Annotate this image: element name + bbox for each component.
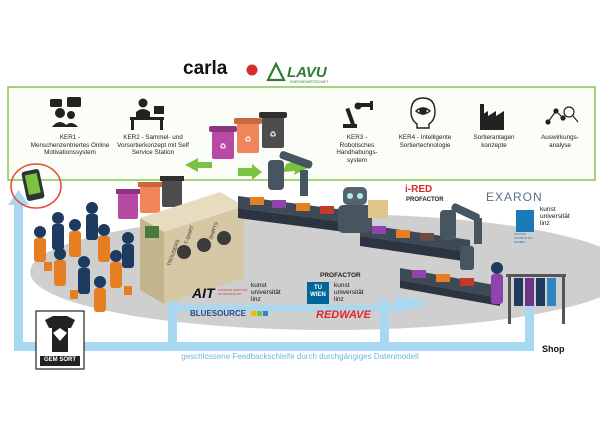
shop-clothes-rack (491, 262, 566, 324)
montan-logo: MONTAN UNIVERSITÄT LEOBEN (514, 232, 533, 244)
ired-logo: i-RED (405, 184, 433, 195)
humanoid-robot (338, 187, 388, 233)
ait-logo: AIT (192, 285, 215, 301)
montan-logo-box (516, 210, 534, 232)
process-arrows (185, 157, 310, 180)
profactor-logo-2: PROFACTOR (406, 197, 444, 203)
kunstuni-logo-1: kunst universität linz (251, 282, 281, 303)
clothes-on-conveyor (250, 197, 474, 286)
tuwien-logo-box (307, 282, 329, 304)
lavu-logo-mark (266, 61, 286, 82)
phone-app-icon (10, 163, 62, 209)
recycle-bins-left (116, 176, 184, 219)
tuwien-logo: TU WIEN (310, 285, 326, 298)
sortieranlagen-label: Sortieranlagen konzepte (473, 134, 515, 149)
exaron-logo: EXARON (486, 190, 543, 204)
svg-text:♻: ♻ (269, 130, 276, 139)
ait-logo-sub: AUSTRIAN INSTITUTE OF TECHNOLOGY (218, 288, 248, 296)
shop-label: Shop (542, 344, 565, 354)
bluesource-logo-mark (251, 311, 268, 316)
kunstuni-logo-3: kunst universität linz (540, 206, 570, 227)
self-service-station (140, 192, 244, 304)
kunstuni-logo-2: kunst universität linz (334, 282, 364, 303)
crowd-of-people (34, 202, 134, 312)
svg-text:♻: ♻ (219, 142, 226, 151)
factory-icon (480, 104, 504, 130)
ker1-label: KER1 - Menschenzentriertes Online Motiva… (30, 134, 110, 157)
desk-worker-icon (130, 98, 164, 130)
people-chat-icon (50, 97, 81, 127)
profactor-logo: PROFACTOR (320, 272, 361, 279)
ker4-label: KER4 - Intelligente Sortiertechnologie (398, 134, 452, 149)
gem-sort-label: GEM SORT (43, 357, 76, 363)
ker3-label: KER3 - Robotisches Handhabungs-system (336, 134, 378, 164)
gem-sort-logo (35, 310, 85, 370)
ker2-label: KER2 - Sammel- und Vorsortierkonzept mit… (117, 134, 189, 157)
svg-text:♻: ♻ (244, 135, 251, 144)
recycle-bins-top: ♻ ♻ ♻ (209, 112, 287, 159)
auswirkung-label: Auswirkungs-analyse (541, 134, 579, 149)
carla-logo: carla (183, 58, 228, 79)
bluesource-logo: BLUESOURCE (190, 309, 247, 318)
robot-arm-icon (343, 101, 373, 128)
analytics-icon (545, 106, 579, 125)
lavu-logo-sub: ENERGIEWIRTSCHAFT (290, 80, 329, 84)
brain-eye-icon (410, 97, 436, 129)
robot-arms (268, 151, 482, 270)
feedback-loop (8, 190, 534, 351)
conveyor-belts (238, 196, 500, 306)
feedback-loop-label: geschlossene Feedbackschleife durch durc… (181, 352, 419, 361)
redwave-logo: REDWAVE (316, 309, 371, 321)
lavu-logo: LAVU (287, 64, 327, 81)
carla-logo-mark (246, 64, 258, 76)
